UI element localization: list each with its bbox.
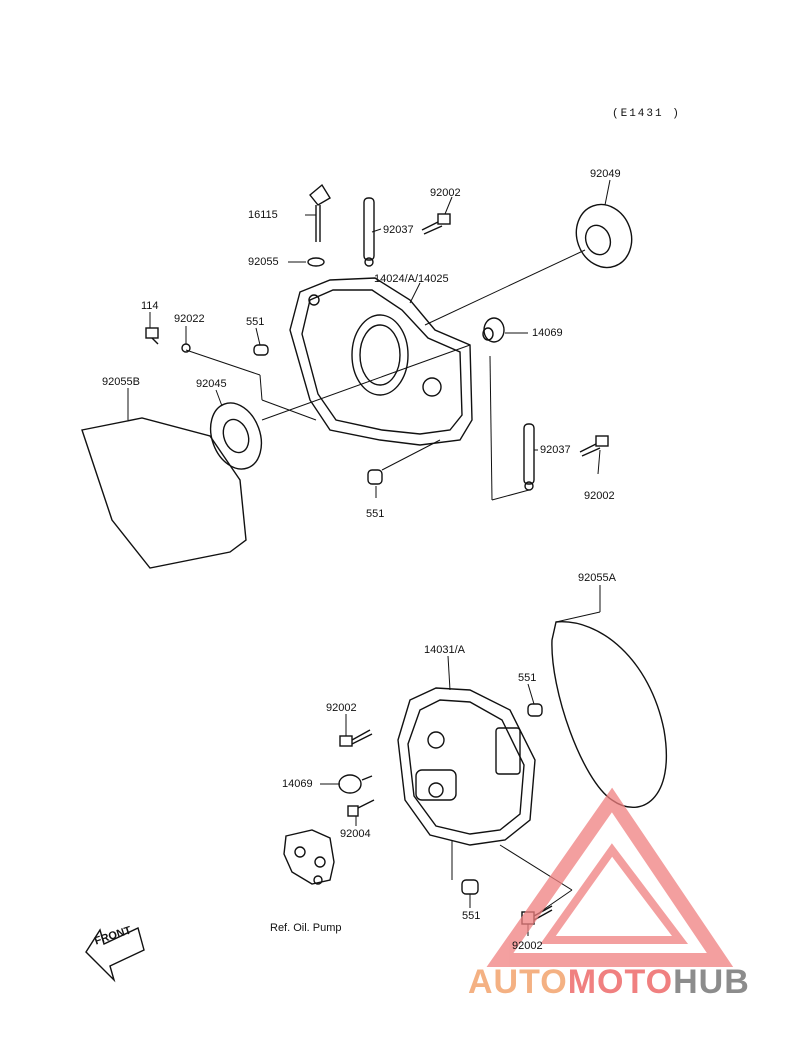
label-16115: 16115	[248, 209, 278, 221]
label-92022: 92022	[174, 313, 205, 325]
grommet-14069-top	[482, 317, 505, 343]
bolt-92002-top	[421, 213, 451, 235]
label-551-c: 551	[518, 672, 537, 684]
alternator-cover	[397, 687, 536, 846]
bearing-92045	[209, 402, 263, 470]
upper-crankcase-cover	[289, 277, 473, 446]
label-92004: 92004	[340, 828, 371, 840]
dowel-551-b	[367, 469, 383, 485]
label-92055a: 92055A	[578, 572, 616, 584]
label-92002-right: 92002	[584, 490, 615, 502]
label-551-d: 551	[462, 910, 481, 922]
label-551-a: 551	[246, 316, 265, 328]
watermark-logo	[486, 787, 734, 967]
bolt-92002-mid	[339, 729, 373, 747]
label-ref-oil-pump: Ref. Oil. Pump	[270, 922, 342, 934]
label-92002-mid: 92002	[326, 702, 357, 714]
grommet-14069-low	[338, 774, 373, 794]
label-92002-top: 92002	[430, 187, 461, 199]
oil-filler-cap	[307, 183, 331, 267]
gasket-92055a	[551, 621, 668, 809]
watermark-brand: AUTOMOTOHUB	[468, 962, 750, 1002]
plate-92037-top	[363, 197, 375, 267]
label-92002-bottom: 92002	[512, 940, 543, 952]
label-92037-right: 92037	[540, 444, 571, 456]
label-92037-top: 92037	[383, 224, 414, 236]
gasket-92055b	[81, 417, 247, 569]
oil-pump-ref	[283, 829, 335, 885]
label-551-b: 551	[366, 508, 385, 520]
bolt-92002-right	[579, 435, 609, 457]
label-14069-top: 14069	[532, 327, 563, 339]
brand-part-moto: MOTO	[567, 963, 674, 1001]
dowel-551-d	[461, 879, 479, 895]
diagram-code: (E1431 )	[612, 108, 681, 120]
label-14024: 14024/A/14025	[374, 273, 449, 285]
label-92055b: 92055B	[102, 376, 140, 388]
front-arrow	[85, 927, 145, 983]
label-92055: 92055	[248, 256, 279, 268]
dowel-551-c	[527, 703, 543, 717]
brand-part-auto: AUTO	[468, 963, 568, 1001]
bolt-92004	[347, 799, 375, 817]
oil-seal-92049	[575, 203, 633, 269]
label-92049: 92049	[590, 168, 621, 180]
plate-92037-right	[523, 423, 535, 491]
label-114: 114	[141, 300, 159, 312]
brand-part-hub: HUB	[673, 963, 750, 1001]
dowel-551-a	[253, 344, 269, 356]
label-14031: 14031/A	[424, 644, 465, 656]
label-14069-low: 14069	[282, 778, 313, 790]
bolt-114	[145, 327, 159, 345]
label-92045: 92045	[196, 378, 227, 390]
